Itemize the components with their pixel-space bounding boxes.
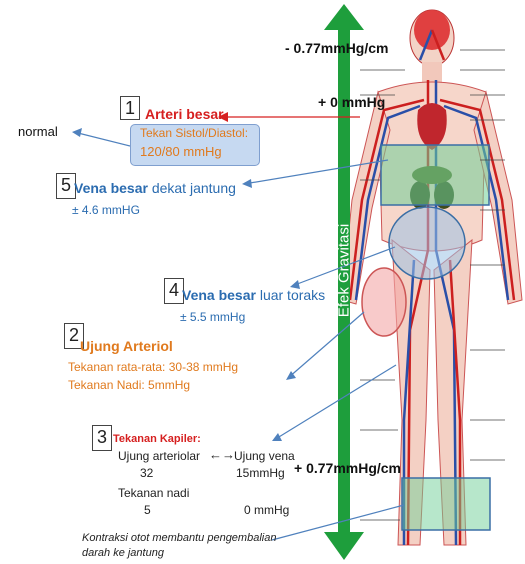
hand-highlight-circle	[362, 268, 406, 336]
leg-highlight-box	[402, 478, 490, 530]
gravity-middle-value: + 0 mmHg	[318, 94, 385, 110]
item-3-nadi-label: Tekanan nadi	[118, 486, 189, 500]
item-2-line1: Tekanan rata-rata: 30-38 mmHg	[68, 360, 238, 374]
item-3-left-value: 32	[140, 466, 153, 480]
item-4-number: 4	[164, 278, 184, 304]
item-3-title: Tekanan Kapiler:	[113, 433, 201, 445]
chest-highlight-box	[381, 145, 489, 205]
gravity-top-value: - 0.77mmHg/cm	[285, 40, 388, 56]
item-5-title-bold: Vena besar	[74, 180, 148, 196]
gravity-bottom-value: + 0.77mmHg/cm	[294, 460, 401, 476]
item-4-title: Vena besar luar toraks	[182, 287, 325, 303]
item-3-nadi-right: 0 mmHg	[244, 503, 289, 517]
item-5-title-rest: dekat jantung	[148, 180, 236, 196]
item-4-title-bold: Vena besar	[182, 287, 256, 303]
item-3-right-header: Ujung vena	[234, 449, 295, 463]
footer-line1: Kontraksi otot membantu pengembalian	[82, 532, 276, 544]
item-4-title-rest: luar toraks	[256, 287, 325, 303]
item-1-number: 1	[120, 96, 140, 120]
abdomen-highlight-circle	[389, 207, 465, 279]
item-5-number: 5	[56, 173, 76, 199]
item-3-left-header: Ujung arteriolar	[118, 449, 200, 463]
item-3-right-value: 15mmHg	[236, 466, 285, 480]
item-1-title: Arteri besar	[145, 106, 224, 122]
item-5-value: ± 4.6 mmHG	[72, 203, 140, 217]
item-2-line2: Tekanan Nadi: 5mmHg	[68, 378, 190, 392]
item-3-arrow: ←→	[209, 447, 235, 462]
normal-label: normal	[18, 124, 58, 139]
item-3-number: 3	[92, 425, 112, 451]
footer-line2: darah ke jantung	[82, 547, 164, 559]
gravity-axis-label: Efek Gravitasi	[336, 211, 353, 331]
item-5-title: Vena besar dekat jantung	[74, 180, 236, 196]
item-3-nadi-left: 5	[144, 503, 151, 517]
item-2-title: Ujung Arteriol	[80, 338, 173, 354]
item-1-box-line2: 120/80 mmHg	[140, 144, 222, 159]
item-4-value: ± 5.5 mmHg	[180, 310, 245, 324]
item-1-box-line1: Tekan Sistol/Diastol:	[140, 126, 248, 140]
